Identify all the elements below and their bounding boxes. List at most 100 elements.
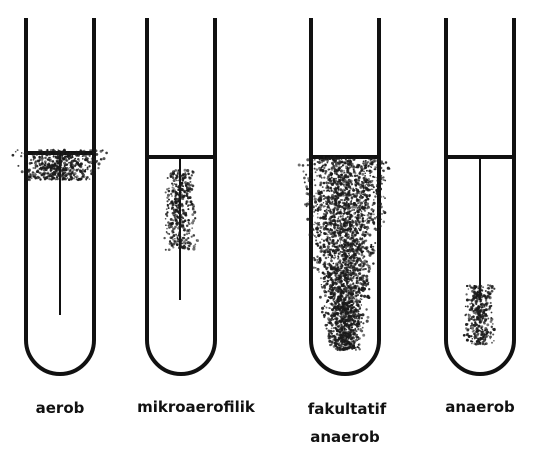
label-anaerob: anaerob <box>445 398 515 416</box>
growth-dot <box>358 205 361 208</box>
growth-dot <box>379 195 382 198</box>
growth-dot <box>89 149 91 151</box>
growth-dot <box>323 159 325 161</box>
growth-dot <box>342 190 344 192</box>
growth-dot <box>166 200 168 202</box>
growth-dot <box>351 206 354 209</box>
growth-dot <box>337 270 340 273</box>
growth-dot <box>332 255 334 257</box>
growth-dot <box>482 306 484 308</box>
growth-dot <box>309 178 311 180</box>
growth-dot <box>336 193 338 195</box>
growth-dot <box>310 171 313 174</box>
growth-dot <box>172 189 174 191</box>
growth-dot <box>348 272 351 275</box>
growth-dot <box>52 174 55 177</box>
growth-dot <box>359 197 360 198</box>
growth-dot <box>322 246 324 248</box>
growth-dot <box>37 160 40 163</box>
growth-dot <box>57 163 59 165</box>
growth-dot <box>181 223 183 225</box>
growth-dot <box>91 160 93 162</box>
growth-dot <box>358 326 360 328</box>
growth-dot <box>330 182 333 185</box>
growth-dot <box>326 328 328 330</box>
growth-dot <box>366 183 367 184</box>
growth-dot <box>187 205 189 207</box>
growth-dot <box>335 178 337 180</box>
growth-dot <box>47 165 50 168</box>
growth-dot <box>342 230 345 233</box>
growth-dot <box>364 173 366 175</box>
growth-dot <box>347 187 349 189</box>
growth-dot <box>327 317 330 320</box>
growth-dot <box>185 243 187 245</box>
growth-dot <box>56 168 58 170</box>
growth-dot <box>343 258 346 261</box>
growth-dot <box>191 236 193 238</box>
growth-dot <box>327 199 330 202</box>
growth-dot <box>473 285 475 287</box>
growth-dot <box>352 329 355 332</box>
growth-dot <box>183 244 185 246</box>
growth-dot <box>351 256 353 258</box>
growth-dot <box>364 199 367 202</box>
growth-dot <box>316 168 319 171</box>
growth-dot <box>373 199 375 201</box>
growth-dot <box>182 174 184 176</box>
growth-dot <box>306 192 309 195</box>
growth-dot <box>21 152 23 154</box>
growth-dot <box>472 310 474 312</box>
growth-dot <box>314 184 316 186</box>
growth-dot <box>349 277 352 280</box>
growth-dot <box>346 258 348 260</box>
growth-dot <box>323 287 326 290</box>
growth-dot <box>357 270 358 271</box>
growth-dot <box>367 218 368 219</box>
growth-dot <box>360 202 363 205</box>
growth-dot <box>175 200 177 202</box>
growth-dot <box>49 173 51 175</box>
growth-dot <box>484 319 485 320</box>
growth-dot <box>47 175 50 178</box>
growth-dot <box>319 230 321 232</box>
growth-dot <box>350 317 353 320</box>
growth-dot <box>357 233 358 234</box>
growth-dot <box>357 315 359 317</box>
growth-dot <box>351 304 353 306</box>
growth-dot <box>490 333 491 334</box>
growth-dot <box>346 310 347 311</box>
growth-dot <box>327 238 329 240</box>
growth-dot <box>378 226 379 227</box>
growth-dot <box>357 241 359 243</box>
growth-dot <box>182 226 185 229</box>
growth-dot <box>50 165 52 167</box>
growth-dot <box>337 156 339 158</box>
growth-dot <box>59 175 61 177</box>
growth-dot <box>344 175 347 178</box>
growth-dot <box>354 273 357 276</box>
growth-dot <box>341 310 344 313</box>
growth-dot <box>102 157 105 160</box>
growth-dot <box>90 170 93 173</box>
growth-dot <box>330 172 333 175</box>
growth-dot <box>168 188 169 189</box>
growth-dot <box>196 239 199 242</box>
growth-dot <box>344 172 346 174</box>
growth-dot <box>331 199 333 201</box>
growth-dot <box>331 278 333 280</box>
growth-dot <box>486 323 489 326</box>
growth-dot <box>382 179 384 181</box>
growth-dot <box>330 202 333 205</box>
growth-dot <box>361 181 363 183</box>
growth-dot <box>39 178 41 180</box>
growth-dot <box>187 247 190 250</box>
growth-dot <box>335 305 337 307</box>
growth-dot <box>73 178 75 180</box>
growth-dot <box>364 204 366 206</box>
growth-dot <box>176 184 178 186</box>
growth-dot <box>360 245 363 248</box>
growth-dot <box>323 213 325 215</box>
growth-dot <box>338 166 341 169</box>
growth-dot <box>465 293 467 295</box>
